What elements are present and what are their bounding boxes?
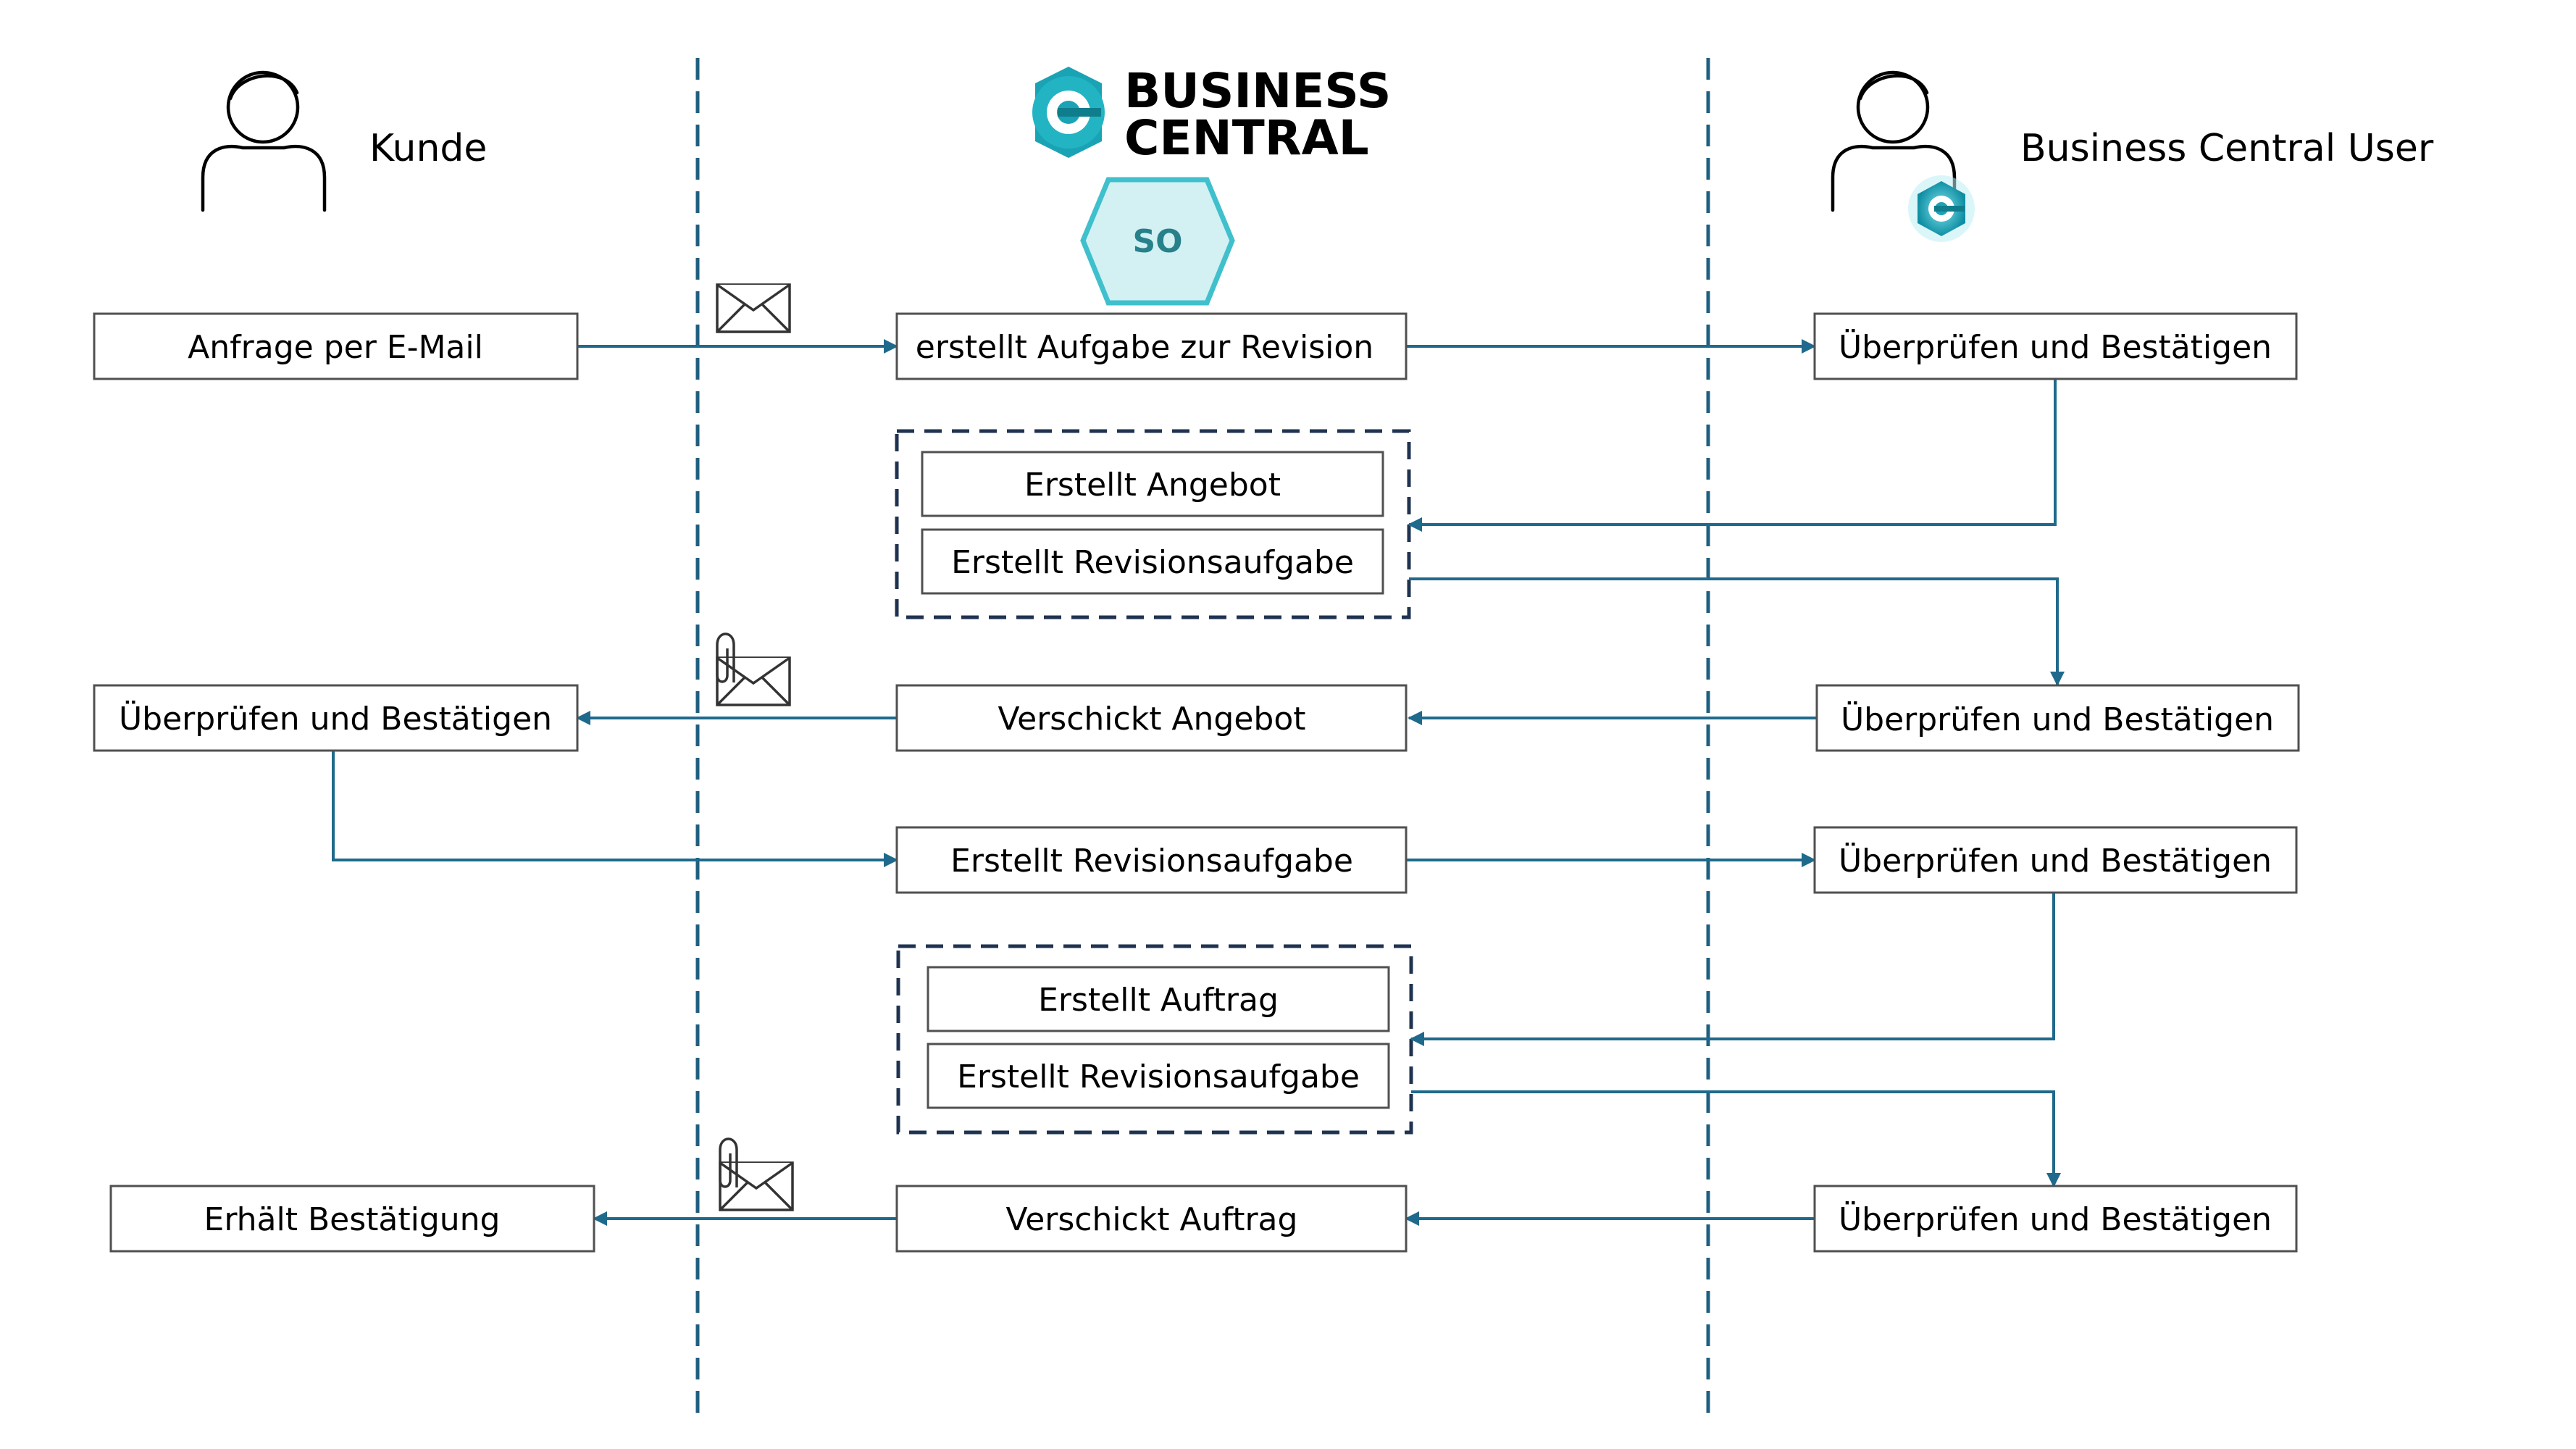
box-erstellt-revisionsaufgabe-1: Erstellt Revisionsaufgabe [921, 528, 1384, 595]
box-erstellt-revisionsaufgabe-2: Erstellt Revisionsaufgabe [895, 826, 1408, 894]
logo-word-central: CENTRAL [1124, 110, 1369, 166]
envelope-with-attachment-icon-2 [719, 1137, 794, 1211]
box-user-ueberpruefen-3: Überprüfen und Bestätigen [1813, 826, 2298, 894]
svg-text:Verschickt Angebot: Verschickt Angebot [998, 701, 1305, 738]
user-person-icon [1831, 70, 1957, 212]
box-user-ueberpruefen-2: Überprüfen und Bestätigen [1815, 684, 2300, 752]
box-user-ueberpruefen-4: Überprüfen und Bestätigen [1813, 1185, 2298, 1253]
so-badge: SO [1080, 177, 1235, 306]
arrow-revision-1-to-user [1409, 577, 2065, 686]
svg-text:Erstellt Angebot: Erstellt Angebot [1024, 467, 1281, 504]
svg-text:Anfrage per E-Mail: Anfrage per E-Mail [188, 329, 483, 366]
svg-text:Überprüfen und Bestätigen: Überprüfen und Bestätigen [1839, 328, 2272, 366]
box-user-ueberpruefen-1: Überprüfen und Bestätigen [1813, 312, 2298, 380]
business-central-logo-icon [1032, 67, 1105, 158]
user-lane-label: Business Central User [2020, 127, 2434, 170]
so-badge-label: SO [1132, 223, 1182, 260]
customer-lane-label: Kunde [369, 127, 487, 170]
svg-text:Überprüfen und Bestätigen: Überprüfen und Bestätigen [119, 700, 552, 738]
envelope-icon [716, 283, 791, 333]
svg-text:Erstellt Revisionsaufgabe: Erstellt Revisionsaufgabe [951, 544, 1354, 581]
box-kunde-ueberpruefen: Überprüfen und Bestätigen [93, 684, 579, 752]
svg-text:erstellt Aufgabe zur Revision: erstellt Aufgabe zur Revision [916, 329, 1373, 366]
box-verschickt-auftrag: Verschickt Auftrag [895, 1185, 1408, 1253]
customer-person-icon [201, 70, 327, 212]
svg-text:Erstellt Revisionsaufgabe: Erstellt Revisionsaufgabe [957, 1058, 1360, 1095]
group-angebot [895, 429, 1411, 619]
box-erstellt-angebot: Erstellt Angebot [921, 451, 1384, 517]
svg-text:Überprüfen und Bestätigen: Überprüfen und Bestätigen [1839, 1200, 2272, 1238]
box-erstellt-aufgabe-zur-revision: erstellt Aufgabe zur Revision [895, 312, 1408, 380]
box-erstellt-revisionsaufgabe-3: Erstellt Revisionsaufgabe [927, 1043, 1390, 1109]
paperclip-icon [716, 632, 735, 683]
box-erhaelt-bestaetigung: Erhält Bestätigung [109, 1185, 595, 1253]
svg-text:Erstellt Revisionsaufgabe: Erstellt Revisionsaufgabe [950, 843, 1353, 880]
user-bc-badge-icon [1908, 175, 1975, 242]
arrow-user-1-to-angebot [1408, 380, 2057, 532]
envelope-with-attachment-icon [716, 632, 791, 706]
arrow-user-3-to-auftrag [1410, 893, 2055, 1046]
box-erstellt-auftrag: Erstellt Auftrag [927, 966, 1390, 1032]
arrow-kunde-to-revision-2 [332, 751, 898, 867]
svg-text:Überprüfen und Bestätigen: Überprüfen und Bestätigen [1841, 701, 2274, 738]
svg-text:Erhält Bestätigung: Erhält Bestätigung [204, 1201, 501, 1238]
box-verschickt-angebot: Verschickt Angebot [895, 684, 1408, 752]
logo-word-business: BUSINESS [1124, 63, 1391, 119]
svg-text:Überprüfen und Bestätigen: Überprüfen und Bestätigen [1839, 842, 2272, 880]
svg-text:Verschickt Auftrag: Verschickt Auftrag [1006, 1201, 1298, 1238]
box-anfrage-per-email: Anfrage per E-Mail [93, 312, 579, 380]
paperclip-icon-2 [719, 1137, 738, 1188]
svg-text:Erstellt Auftrag: Erstellt Auftrag [1038, 982, 1279, 1019]
arrow-revision-3-to-user [1411, 1090, 2061, 1187]
